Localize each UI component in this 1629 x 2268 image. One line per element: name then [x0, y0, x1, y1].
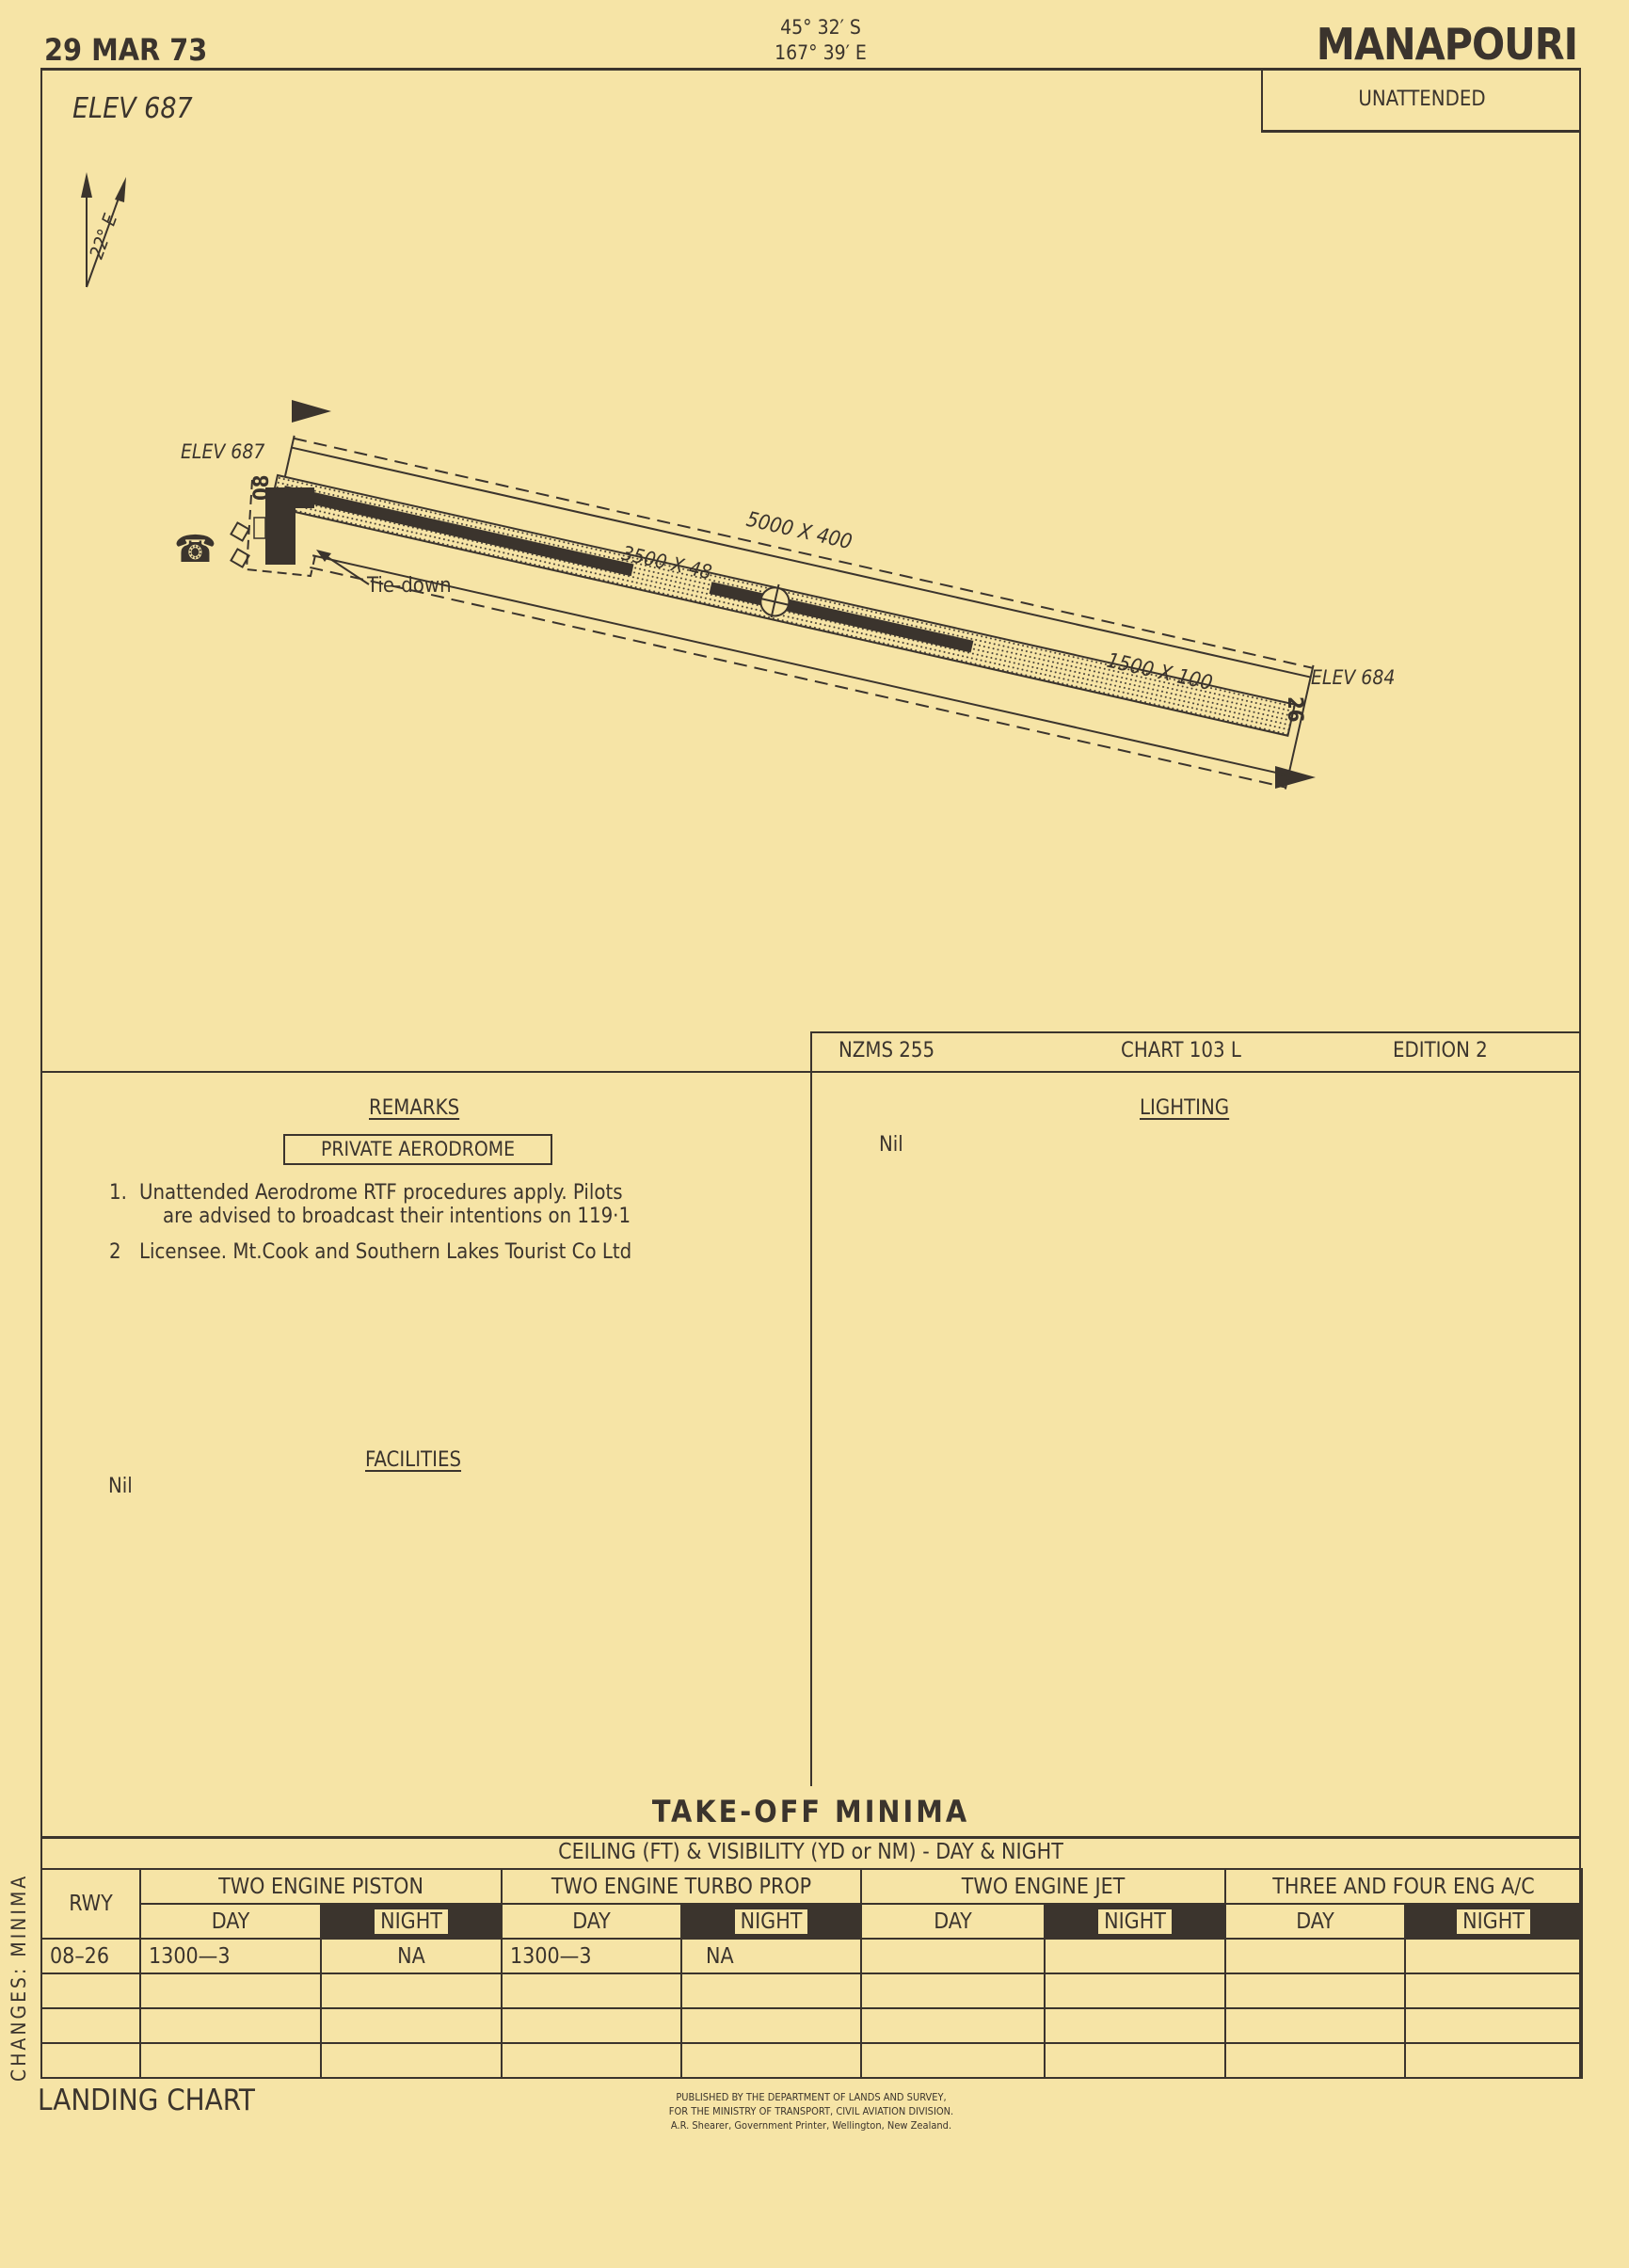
table-row — [40, 2042, 1584, 2079]
minima-cell — [1044, 1938, 1227, 1974]
minima-cell: 1300—3 — [501, 1938, 682, 1974]
longitude: 167° 39′ E — [775, 41, 867, 64]
telephone-icon: ☎ — [174, 528, 216, 571]
minima-cell: NA — [679, 1938, 863, 1974]
remark-2-num: 2 — [109, 1240, 121, 1264]
direction-arrow-west — [292, 400, 331, 423]
tiedown-label: Tie-down — [367, 574, 452, 598]
table-row: 08–26 1300—3 NA 1300—3 NA — [40, 1938, 1584, 1974]
minima-cell: NA — [320, 1938, 503, 1974]
takeoff-subtitle: CEILING (FT) & VISIBILITY (YD or NM) - D… — [558, 1840, 1063, 1864]
lighting-text: Nil — [879, 1133, 903, 1157]
minima-cell — [1224, 1938, 1407, 1974]
elev-east: ELEV 684 — [1311, 666, 1396, 689]
night-header: NIGHT — [320, 1903, 503, 1940]
changes-side-label: CHANGES: MINIMA — [8, 1873, 30, 2082]
edition: EDITION 2 — [1393, 1039, 1488, 1062]
night-header: NIGHT — [679, 1903, 863, 1940]
status-box: UNATTENDED — [1261, 68, 1581, 133]
apron — [230, 479, 370, 585]
takeoff-title: TAKE-OFF MINIMA — [651, 1794, 970, 1829]
strip-boundary — [293, 437, 1314, 669]
remark-1-line1: Unattended Aerodrome RTF procedures appl… — [139, 1181, 623, 1205]
table-row — [40, 1973, 1584, 2009]
group-header: THREE AND FOUR ENG A/C — [1224, 1868, 1584, 1905]
rwy-header: RWY — [40, 1868, 141, 1940]
takeoff-minima-table: RWY TWO ENGINE PISTON TWO ENGINE TURBO P… — [40, 1868, 1584, 2079]
runway-26-label: 26 — [1283, 696, 1306, 723]
lighting-title: LIGHTING — [1140, 1096, 1230, 1120]
minima-cell — [860, 1938, 1046, 1974]
day-header: DAY — [501, 1903, 682, 1940]
status-text: UNATTENDED — [1358, 87, 1486, 111]
publisher-line-3: A.R. Shearer, Government Printer, Wellin… — [670, 2119, 952, 2132]
night-header: NIGHT — [1044, 1903, 1227, 1940]
day-header: DAY — [860, 1903, 1046, 1940]
day-header: DAY — [1224, 1903, 1407, 1940]
remark-1-line2: are advised to broadcast their intention… — [163, 1205, 631, 1228]
group-header: TWO ENGINE TURBO PROP — [500, 1868, 863, 1905]
minima-cell — [1404, 1938, 1584, 1974]
remarks-title: REMARKS — [369, 1096, 460, 1120]
facilities-text: Nil — [108, 1475, 133, 1498]
remark-1-num: 1. — [109, 1181, 127, 1205]
publisher-line-1: PUBLISHED BY THE DEPARTMENT OF LANDS AND… — [676, 2091, 947, 2103]
north-arrow-icon — [81, 172, 126, 288]
chart-date: 29 MAR 73 — [44, 32, 208, 68]
aerodrome-name: MANAPOURI — [1316, 19, 1578, 70]
minima-cell: 1300—3 — [139, 1938, 322, 1974]
runway-diagram: ☎ — [174, 400, 1316, 790]
direction-arrow-east — [1275, 766, 1316, 789]
nzms-series: NZMS 255 — [838, 1039, 935, 1062]
private-aerodrome-box: PRIVATE AERODROME — [283, 1134, 552, 1165]
table-row — [40, 2007, 1584, 2044]
chart-type: LANDING CHART — [38, 2084, 255, 2117]
publisher-line-2: FOR THE MINISTRY OF TRANSPORT, CIVIL AVI… — [668, 2105, 954, 2117]
sealed-runway — [281, 485, 634, 577]
elev-west: ELEV 687 — [181, 440, 265, 463]
remark-2-line1: Licensee. Mt.Cook and Southern Lakes Tou… — [139, 1240, 632, 1264]
elevation: ELEV 687 — [72, 92, 193, 125]
day-header: DAY — [139, 1903, 322, 1940]
rwy-cell: 08–26 — [40, 1938, 141, 1974]
group-header: TWO ENGINE JET — [860, 1868, 1227, 1905]
facilities-title: FACILITIES — [365, 1448, 462, 1472]
latitude: 45° 32′ S — [780, 16, 861, 39]
chart-frame — [40, 68, 1581, 2079]
night-header: NIGHT — [1404, 1903, 1584, 1940]
group-header: TWO ENGINE PISTON — [139, 1868, 503, 1905]
runway-08-label: 08 — [250, 474, 274, 501]
chart-number: CHART 103 L — [1121, 1039, 1241, 1062]
